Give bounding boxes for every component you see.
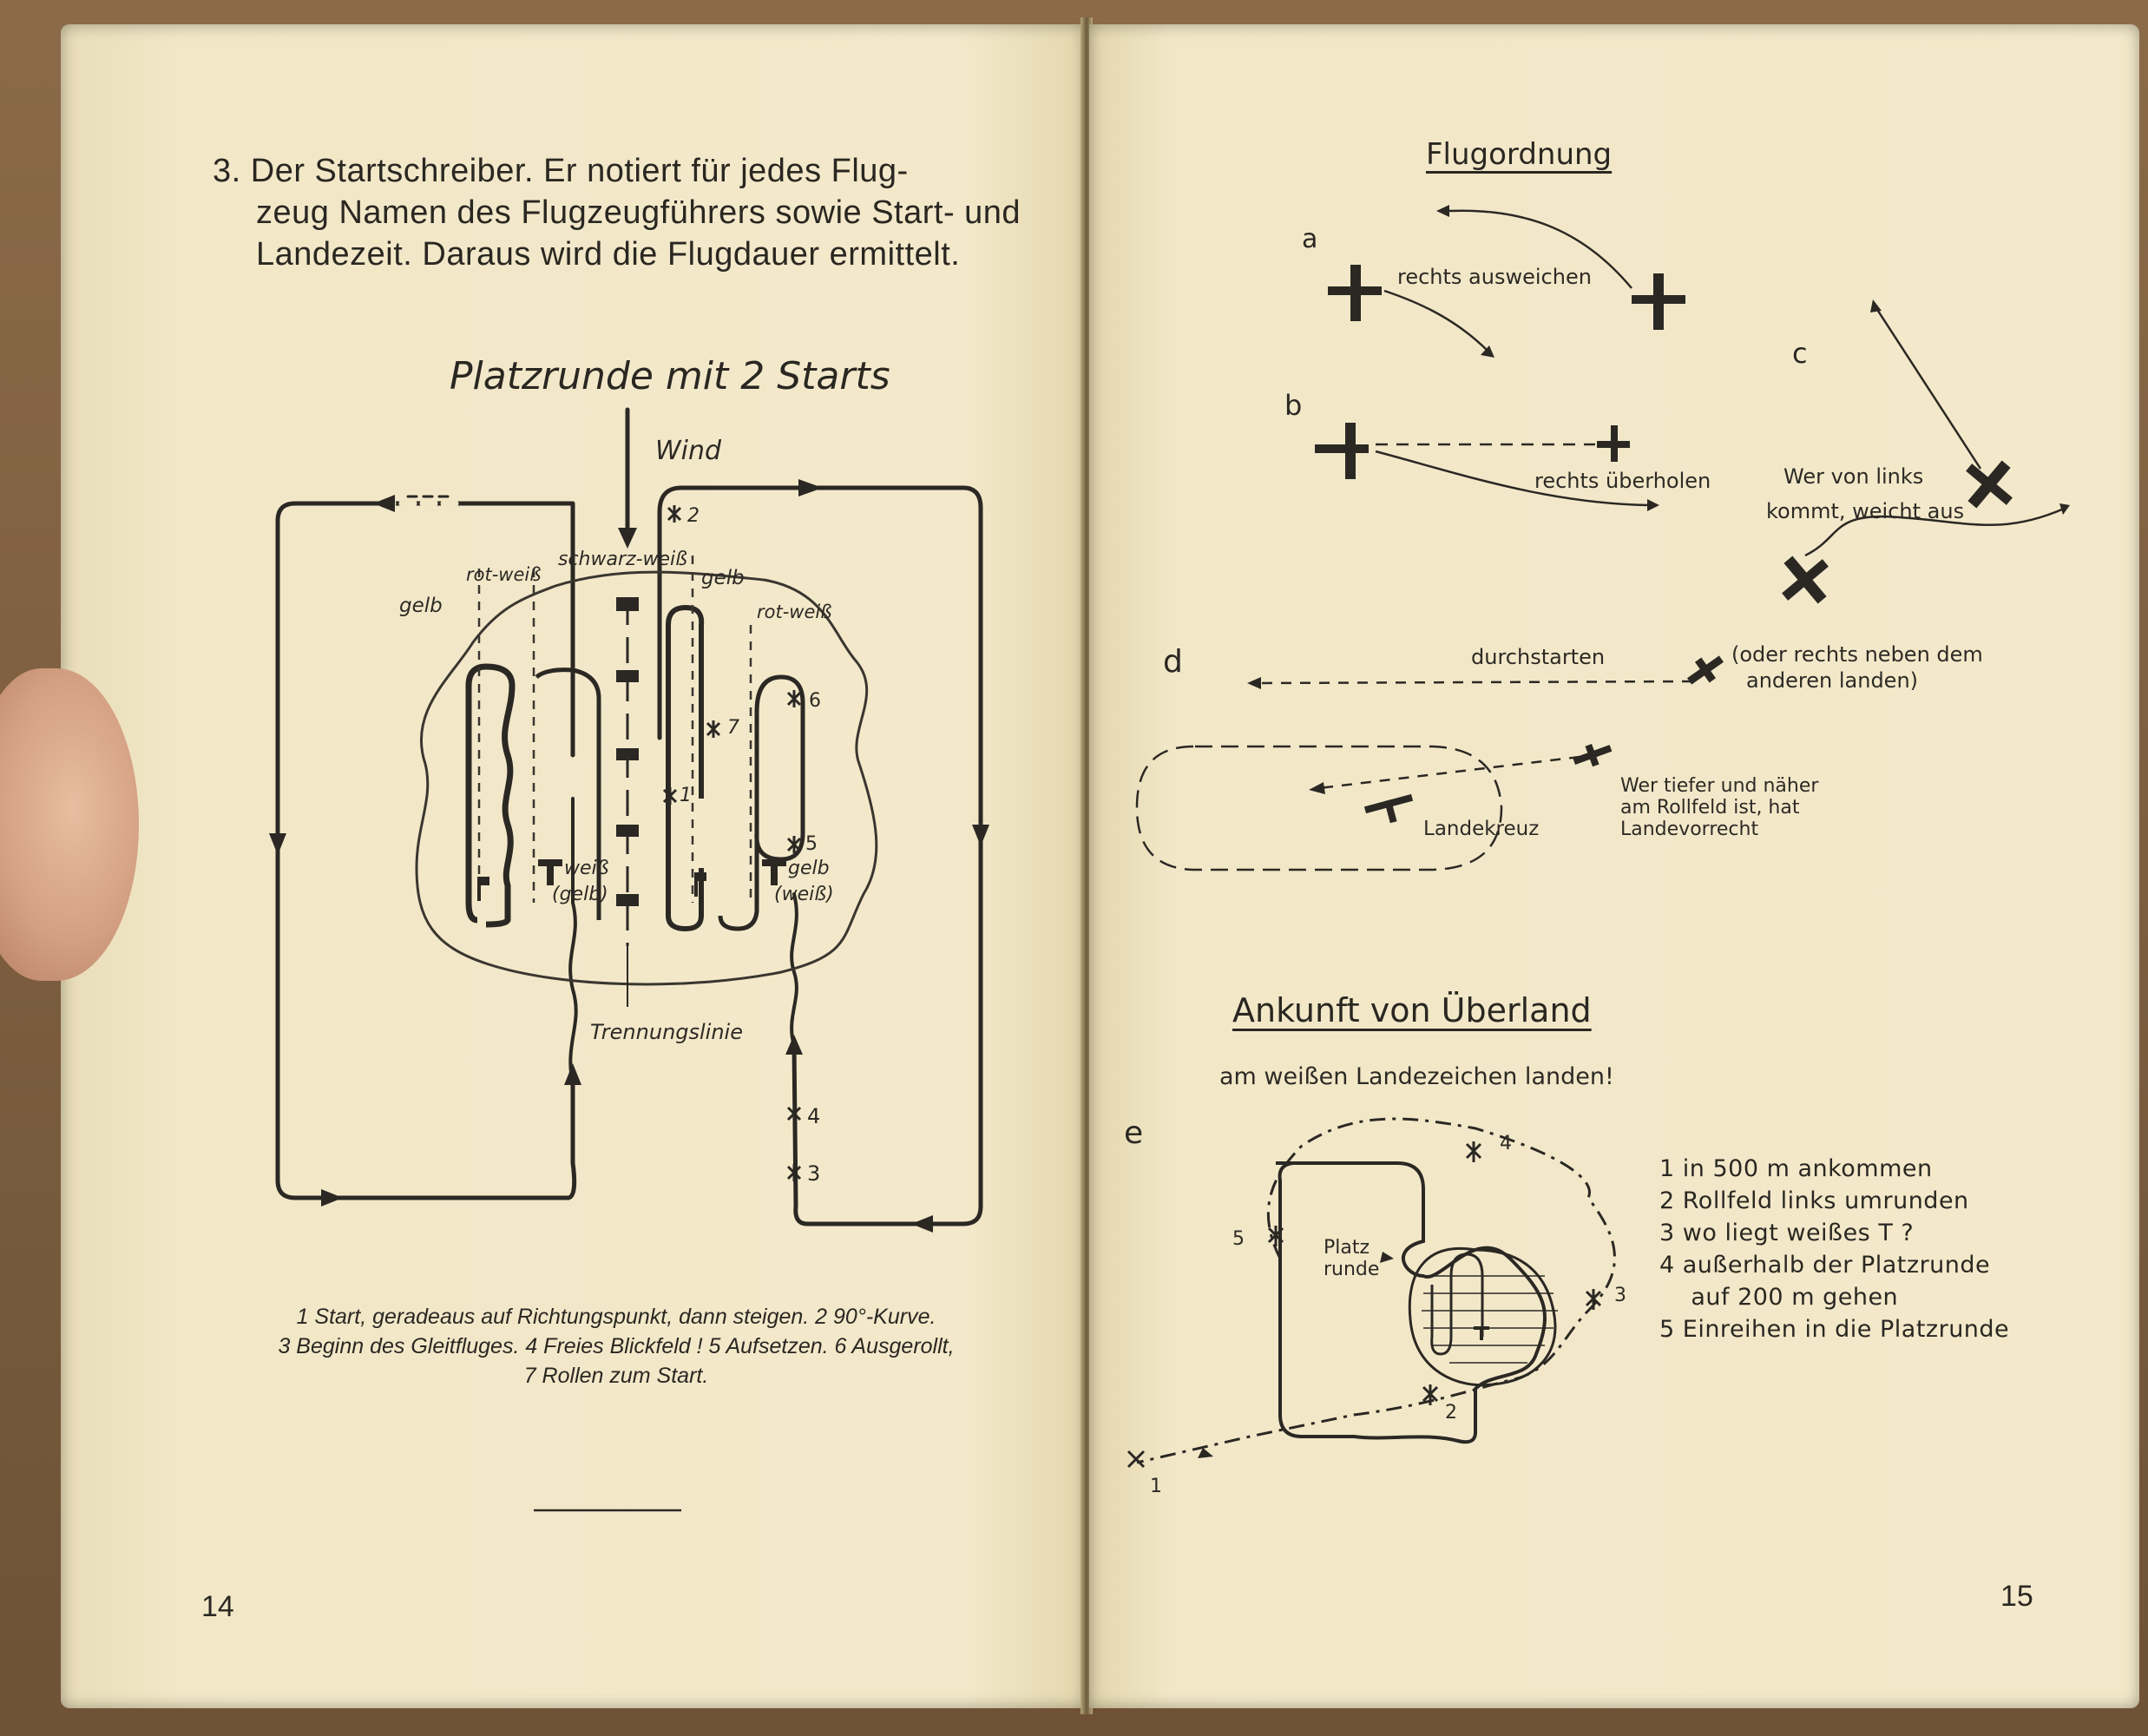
e-num-1: 1 xyxy=(1150,1476,1162,1497)
weiss-paren-label: (weiß) xyxy=(774,884,834,905)
e-num-3: 3 xyxy=(1614,1285,1626,1306)
num-1: 1 xyxy=(680,785,692,806)
caption-line-2: 3 Beginn des Gleitfluges. 4 Freies Blick… xyxy=(278,1334,955,1358)
landekreuz-label: Landekreuz xyxy=(1423,818,1540,840)
rechts-ausweichen-label: rechts ausweichen xyxy=(1397,265,1592,289)
e-num-4: 4 xyxy=(1500,1133,1512,1154)
e-num-5: 5 xyxy=(1232,1228,1245,1250)
caption-line-3: 7 Rollen zum Start. xyxy=(523,1364,709,1388)
ankunft-subtitle: am weißen Landezeichen landen! xyxy=(1219,1063,1614,1090)
gelb-right-label: gelb xyxy=(701,567,745,589)
diagram-title: Platzrunde mit 2 Starts xyxy=(450,354,890,398)
trennungslinie-label: Trennungslinie xyxy=(590,1020,743,1044)
thumb xyxy=(0,668,139,981)
num-6: 6 xyxy=(809,690,821,712)
wer-von-links-label: Wer von links xyxy=(1783,464,1924,489)
paragraph-line-3: Landezeit. Daraus wird die Flugdauer erm… xyxy=(256,236,961,273)
gelb-paren-label: (gelb) xyxy=(552,884,608,905)
step-4-cont: auf 200 m gehen xyxy=(1659,1284,1899,1311)
e-num-2: 2 xyxy=(1445,1402,1457,1424)
letter-d: d xyxy=(1163,644,1183,680)
num-7: 7 xyxy=(727,717,739,739)
runde-label: runde xyxy=(1324,1259,1380,1280)
page-number-right: 15 xyxy=(2000,1580,2033,1613)
paragraph-line-2: zeug Namen des Flugzeugführers sowie Sta… xyxy=(256,194,1021,231)
paragraph-line-1: 3. Der Startschreiber. Er notiert für je… xyxy=(213,153,909,189)
step-1: 1 in 500 m ankommen xyxy=(1659,1155,1933,1182)
oder-rechts-label: (oder rechts neben dem xyxy=(1731,642,1983,667)
step-2: 2 Rollfeld links umrunden xyxy=(1659,1187,1969,1214)
platz-label: Platz xyxy=(1324,1237,1370,1259)
rot-weiss-right-label: rot-weiß xyxy=(757,602,832,622)
gelb-t-label: gelb xyxy=(788,858,830,879)
letter-c: c xyxy=(1792,337,1808,370)
anderen-landen-label: anderen landen) xyxy=(1746,668,1919,693)
num-2: 2 xyxy=(687,505,700,527)
num-5: 5 xyxy=(805,833,818,855)
kommt-weicht-aus-label: kommt, weicht aus xyxy=(1766,499,1965,523)
weiss-label: weiß xyxy=(564,858,609,879)
rechts-ueberholen-label: rechts überholen xyxy=(1534,469,1711,493)
step-4: 4 außerhalb der Platzrunde xyxy=(1659,1252,1991,1279)
ankunft-heading: Ankunft von Überland xyxy=(1232,991,1592,1029)
schwarz-weiss-label: schwarz-weiß xyxy=(558,549,688,570)
rot-weiss-left-label: rot-weiß xyxy=(466,564,542,585)
wind-label: Wind xyxy=(655,436,722,466)
step-3: 3 wo liegt weißes T ? xyxy=(1659,1220,1915,1246)
durchstarten-label: durchstarten xyxy=(1471,645,1606,669)
num-3: 3 xyxy=(807,1161,821,1186)
right-page xyxy=(1089,24,2139,1708)
am-rollfeld-label: am Rollfeld ist, hat xyxy=(1620,797,1800,819)
landevorrecht-label: Landevorrecht xyxy=(1620,819,1759,840)
gelb-left-label: gelb xyxy=(399,595,443,617)
flugordnung-heading: Flugordnung xyxy=(1426,137,1613,172)
wer-tiefer-label: Wer tiefer und näher xyxy=(1620,775,1819,797)
letter-e: e xyxy=(1124,1115,1144,1151)
step-5: 5 Einreihen in die Platzrunde xyxy=(1659,1316,2010,1343)
num-4: 4 xyxy=(807,1104,821,1128)
page-number-left: 14 xyxy=(201,1590,234,1623)
caption-line-1: 1 Start, geradeaus auf Richtungspunkt, d… xyxy=(296,1305,936,1329)
letter-b: b xyxy=(1284,389,1303,422)
letter-a: a xyxy=(1302,224,1318,254)
